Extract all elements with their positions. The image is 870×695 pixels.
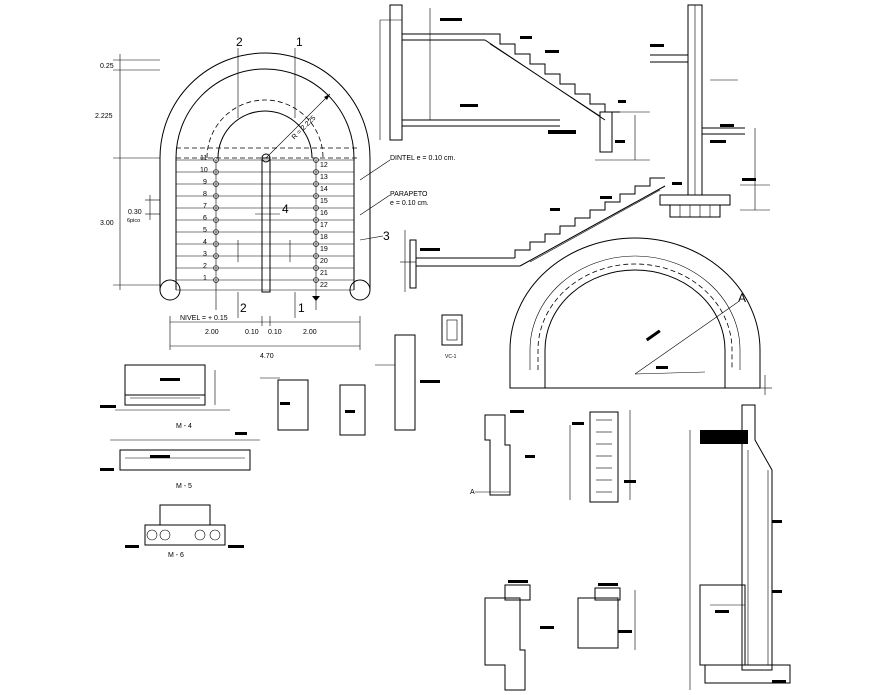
step-number: 15 [320, 198, 328, 205]
step-number: 18 [320, 234, 328, 241]
detail-m4: M - 4 [100, 364, 230, 430]
step-number: 12 [320, 162, 328, 169]
dim-label: 2.00 [303, 329, 317, 336]
radius-label: R = 2.225 [291, 115, 318, 142]
dim-label: 4.70 [260, 353, 274, 360]
handrail-posts [213, 157, 319, 283]
step-number: 16 [320, 210, 328, 217]
section-mark-3: 3 [383, 229, 390, 243]
dim-label: 0.25 [100, 63, 114, 70]
dim-label: 3.00 [100, 220, 114, 227]
step-number: 2 [203, 263, 207, 270]
dim-label: 0.10 [268, 329, 282, 336]
step-number: 8 [203, 191, 207, 198]
section-mark-1-bottom: 1 [298, 301, 305, 315]
dim-label: 2.225 [95, 113, 113, 120]
bottom-center-details [484, 580, 636, 691]
section-mark-a-small: A [470, 489, 475, 496]
step-number: 13 [320, 174, 328, 181]
dintel-label: DINTEL e = 0.10 cm. [390, 155, 455, 162]
step-numbers-right: 12 13 14 15 16 17 18 19 20 21 22 [320, 162, 328, 289]
step-number: 10 [200, 167, 208, 174]
stair-section-middle [400, 177, 666, 292]
down-arrow-icon [312, 296, 320, 301]
wall-section-bottom-right [689, 404, 791, 690]
staircase-plan: R = 2.225 11 10 9 8 7 6 5 4 3 2 1 12 13 … [95, 35, 455, 360]
section-mark-4: 4 [282, 202, 289, 216]
step-number: 3 [203, 251, 207, 258]
small-details-row: VC-1 [260, 314, 463, 436]
dim-label: 0.30 [128, 209, 142, 216]
column-section [650, 4, 770, 218]
section-mark-1-top: 1 [296, 35, 303, 49]
dimension-left: 0.25 2.225 3.00 0.30 6pico [95, 54, 160, 290]
arch-elevation: A [509, 237, 772, 395]
column-left-icon [159, 279, 181, 301]
dimension-bottom: 2.00 0.10 0.10 2.00 4.70 [169, 316, 361, 360]
step-number: 22 [320, 282, 328, 289]
parapeto-sub-label: e = 0.10 cm. [390, 200, 429, 207]
step-number: 17 [320, 222, 328, 229]
step-number: 4 [203, 239, 207, 246]
step-number: 7 [203, 203, 207, 210]
step-number: 9 [203, 179, 207, 186]
step-number: 19 [320, 246, 328, 253]
detail-label-m5: M - 5 [176, 483, 192, 490]
vertical-stair-detail [569, 410, 636, 503]
detail-m5: M - 5 [100, 432, 260, 490]
plan-steps [176, 159, 354, 291]
section-mark-2-top: 2 [236, 35, 243, 49]
step-number: 6 [203, 215, 207, 222]
step-number: 5 [203, 227, 207, 234]
detail-label-vc1: VC-1 [445, 354, 457, 360]
column-right-icon [349, 279, 371, 301]
step-number: 14 [320, 186, 328, 193]
dim-label: 2.00 [205, 329, 219, 336]
step-number: 20 [320, 258, 328, 265]
section-mark-a: A [738, 291, 746, 305]
step-number: 21 [320, 270, 328, 277]
step-number: 11 [200, 155, 207, 162]
step-numbers-left: 11 10 9 8 7 6 5 4 3 2 1 [200, 155, 208, 282]
detail-label-m6: M - 6 [168, 552, 184, 559]
detail-label-m4: M - 4 [176, 423, 192, 430]
corbel-detail: A [470, 410, 535, 496]
dim-label: 6pico [127, 218, 140, 224]
step-number: 1 [203, 275, 207, 282]
dim-label: 0.10 [245, 329, 259, 336]
level-label: NIVEL = + 0.15 [180, 315, 228, 322]
stair-section-top [379, 4, 650, 161]
parapeto-label: PARAPETO [390, 191, 428, 198]
detail-m6: M - 6 [125, 504, 244, 559]
section-mark-2-bottom: 2 [240, 301, 247, 315]
